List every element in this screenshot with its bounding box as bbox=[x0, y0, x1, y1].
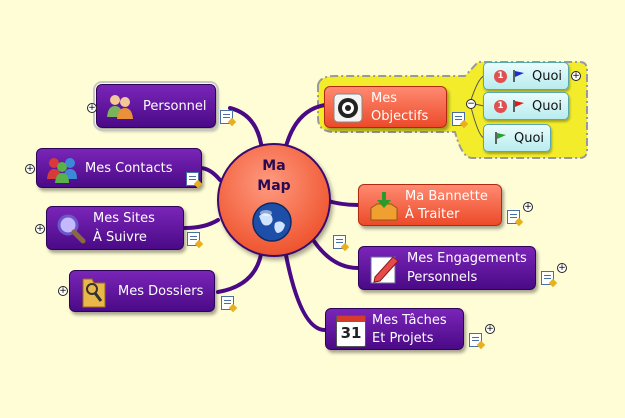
note-icon[interactable] bbox=[333, 235, 346, 249]
note-icon[interactable] bbox=[186, 172, 199, 186]
priority-icon: 1 bbox=[494, 100, 507, 113]
personnel-label: Personnel bbox=[143, 99, 207, 114]
people-icon bbox=[107, 95, 133, 119]
branch-taches bbox=[283, 248, 327, 332]
note-icon[interactable] bbox=[187, 232, 200, 246]
note-icon[interactable] bbox=[220, 110, 233, 124]
objectifs-label-line1: Mes bbox=[371, 91, 397, 106]
topic-objectifs[interactable]: Mes Objectifs bbox=[324, 86, 447, 128]
topic-engagements[interactable]: Mes Engagements Personnels bbox=[358, 246, 536, 290]
topic-sites[interactable]: Mes Sites À Suivre bbox=[46, 206, 184, 250]
central-topic[interactable]: Ma Map bbox=[217, 143, 331, 257]
bannette-label-line2: À Traiter bbox=[405, 207, 460, 222]
priority-icon: 1 bbox=[494, 70, 507, 83]
topic-dossiers[interactable]: Mes Dossiers bbox=[69, 270, 215, 312]
sites-label-line2: À Suivre bbox=[93, 230, 147, 245]
topic-taches[interactable]: 31 Mes Tâches Et Projets bbox=[325, 308, 464, 350]
collapse-objectifs-button[interactable]: − bbox=[466, 99, 476, 109]
note-icon[interactable] bbox=[221, 296, 234, 310]
taches-label-line1: Mes Tâches bbox=[372, 313, 447, 328]
folder-icon bbox=[82, 278, 106, 308]
engagements-label-line1: Mes Engagements bbox=[407, 251, 527, 266]
flag-icon bbox=[495, 132, 506, 144]
magnifier-icon bbox=[57, 214, 86, 244]
expand-engagements-button[interactable]: + bbox=[557, 263, 567, 273]
branch-sites bbox=[183, 218, 220, 230]
flag-icon bbox=[513, 70, 524, 82]
flag-icon bbox=[513, 100, 524, 112]
quoi-label: Quoi bbox=[532, 99, 563, 114]
contacts-label: Mes Contacts bbox=[85, 161, 173, 176]
branch-objectifs bbox=[283, 103, 327, 152]
expand-sites-button[interactable]: + bbox=[35, 224, 45, 234]
expand-contacts-button[interactable]: + bbox=[25, 164, 35, 174]
quoi-label: Quoi bbox=[514, 131, 545, 146]
expand-dossiers-button[interactable]: + bbox=[58, 286, 68, 296]
branch-dossiers bbox=[216, 246, 264, 294]
note-icon[interactable] bbox=[469, 333, 482, 347]
expand-personnel-button[interactable]: + bbox=[87, 103, 97, 113]
taches-label-line2: Et Projets bbox=[372, 331, 434, 346]
target-icon bbox=[333, 93, 363, 123]
pencil-icon bbox=[370, 256, 399, 284]
branch-contacts bbox=[198, 166, 222, 182]
inbox-icon bbox=[370, 192, 398, 221]
calendar-day: 31 bbox=[340, 324, 362, 342]
objectifs-label-line2: Objectifs bbox=[371, 109, 429, 124]
subtopic-quoi-1[interactable]: 1 Quoi bbox=[483, 62, 569, 90]
subtopic-quoi-2[interactable]: 1 Quoi bbox=[483, 92, 569, 120]
engagements-label-line2: Personnels bbox=[407, 270, 478, 285]
expand-quoi-button[interactable]: + bbox=[571, 71, 581, 81]
topic-bannette[interactable]: Ma Bannette À Traiter bbox=[358, 184, 502, 226]
bannette-label-line1: Ma Bannette bbox=[405, 189, 488, 204]
sites-label-line1: Mes Sites bbox=[93, 211, 155, 226]
central-title-line1: Ma bbox=[262, 158, 286, 174]
topic-contacts[interactable]: Mes Contacts bbox=[36, 148, 202, 188]
subtopic-quoi-3[interactable]: Quoi bbox=[483, 124, 551, 152]
branch-personnel bbox=[228, 106, 264, 152]
expand-bannette-button[interactable]: + bbox=[523, 202, 533, 212]
note-icon[interactable] bbox=[507, 210, 520, 224]
topic-personnel[interactable]: Personnel bbox=[93, 81, 219, 131]
central-title-line2: Map bbox=[257, 178, 291, 194]
globe-icon bbox=[252, 202, 292, 242]
note-icon[interactable] bbox=[541, 271, 554, 285]
quoi-label: Quoi bbox=[532, 69, 563, 84]
dossiers-label: Mes Dossiers bbox=[118, 284, 204, 299]
contacts-icon bbox=[47, 158, 77, 183]
calendar-icon: 31 bbox=[336, 315, 366, 347]
note-icon[interactable] bbox=[452, 112, 465, 126]
expand-taches-button[interactable]: + bbox=[485, 324, 495, 334]
